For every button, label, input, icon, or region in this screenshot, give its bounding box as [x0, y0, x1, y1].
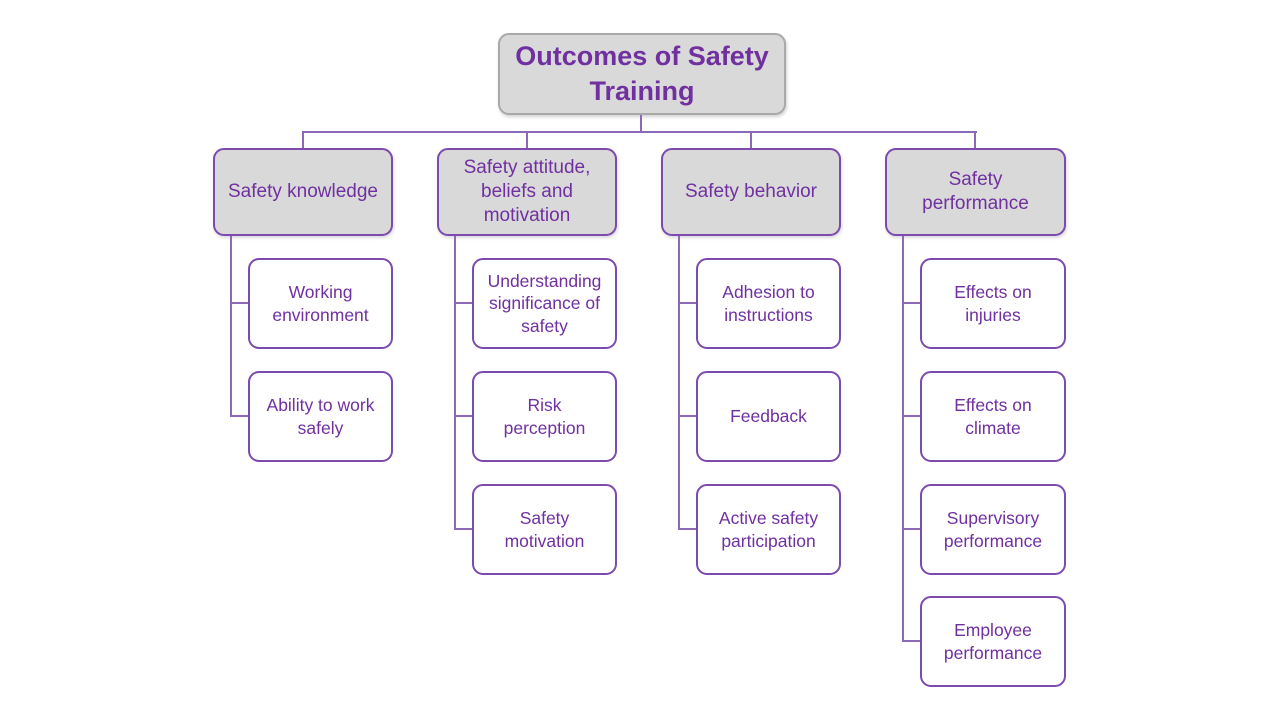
connector-leaf-stub-4-1 [902, 302, 920, 304]
branch-node-safety-performance: Safety performance [885, 148, 1066, 236]
leaf-node-safety-motivation: Safety motivation [472, 484, 617, 575]
leaf-node-risk-perception: Risk perception [472, 371, 617, 462]
connector-branch-stub-3 [750, 131, 752, 148]
branch-node-safety-behavior: Safety behavior [661, 148, 841, 236]
leaf-node-understanding-significance: Understanding significance of safety [472, 258, 617, 349]
leaf-node-effects-on-climate: Effects on climate [920, 371, 1066, 462]
connector-branch-stub-2 [526, 131, 528, 148]
connector-leaf-stub-1-2 [230, 415, 248, 417]
leaf-node-working-environment: Working environment [248, 258, 393, 349]
connector-leaf-stub-2-3 [454, 528, 472, 530]
connector-leaf-stub-4-3 [902, 528, 920, 530]
connector-trunk-3 [678, 236, 680, 530]
leaf-node-effects-on-injuries: Effects on injuries [920, 258, 1066, 349]
connector-trunk-1 [230, 236, 232, 417]
connector-leaf-stub-4-4 [902, 640, 920, 642]
leaf-node-ability-to-work-safely: Ability to work safely [248, 371, 393, 462]
leaf-node-adhesion-to-instructions: Adhesion to instructions [696, 258, 841, 349]
connector-leaf-stub-4-2 [902, 415, 920, 417]
connector-branch-stub-4 [974, 131, 976, 148]
leaf-node-active-safety-participation: Active safety participation [696, 484, 841, 575]
connector-trunk-4 [902, 236, 904, 642]
root-node: Outcomes of Safety Training [498, 33, 786, 115]
leaf-node-employee-performance: Employee performance [920, 596, 1066, 687]
connector-leaf-stub-3-2 [678, 415, 696, 417]
connector-branch-stub-1 [302, 131, 304, 148]
connector-leaf-stub-3-3 [678, 528, 696, 530]
connector-leaf-stub-2-2 [454, 415, 472, 417]
connector-trunk-2 [454, 236, 456, 530]
leaf-node-feedback: Feedback [696, 371, 841, 462]
connector-root-drop [640, 115, 642, 133]
connector-leaf-stub-3-1 [678, 302, 696, 304]
connector-leaf-stub-1-1 [230, 302, 248, 304]
connector-leaf-stub-2-1 [454, 302, 472, 304]
leaf-node-supervisory-performance: Supervisory performance [920, 484, 1066, 575]
branch-node-safety-attitude: Safety attitude, beliefs and motivation [437, 148, 617, 236]
branch-node-safety-knowledge: Safety knowledge [213, 148, 393, 236]
connector-bus [302, 131, 977, 133]
